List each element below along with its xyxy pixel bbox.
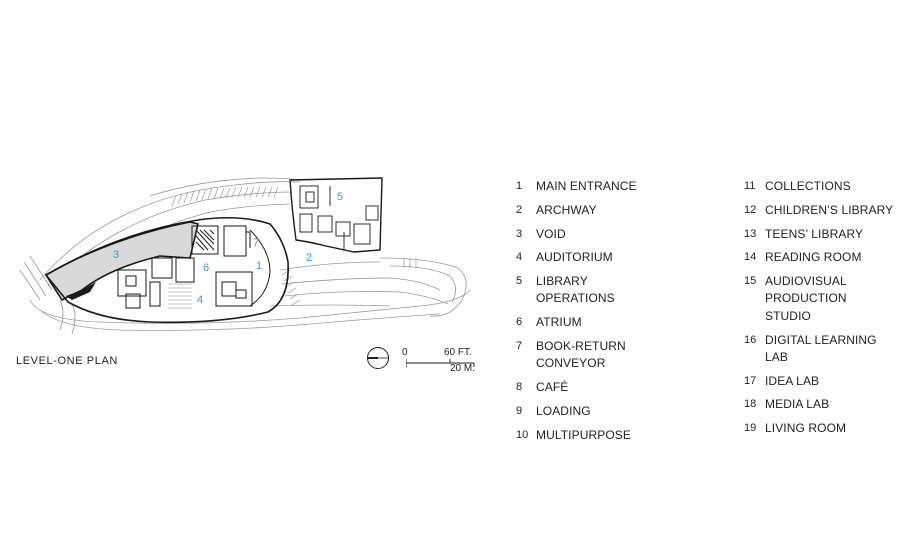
legend-item: 3 VOID bbox=[516, 226, 666, 243]
floor-plan-drawing: 1 2 3 4 5 6 7 bbox=[19, 177, 471, 335]
legend-item: 5 LIBRARY OPERATIONS bbox=[516, 273, 666, 308]
legend-number: 14 bbox=[744, 251, 757, 264]
legend-number: 2 bbox=[516, 203, 523, 216]
legend-item: 6 ATRIUM bbox=[516, 314, 666, 331]
legend-number: 8 bbox=[516, 381, 523, 394]
room-number-2: 2 bbox=[306, 252, 312, 264]
legend-item: 15 AUDIOVISUAL PRODUCTION STUDIO bbox=[744, 273, 895, 325]
central-rooms bbox=[117, 225, 253, 309]
legend-number: 1 bbox=[516, 180, 523, 192]
legend-number: 10 bbox=[516, 428, 529, 441]
atrium-curve bbox=[249, 229, 271, 307]
room-number-3: 3 bbox=[113, 249, 119, 261]
room-number-6: 6 bbox=[203, 262, 209, 274]
legend-label: TEENS’ LIBRARY bbox=[765, 226, 864, 241]
legend-number: 16 bbox=[744, 333, 757, 346]
north-wing-rooms bbox=[299, 185, 379, 250]
scale-feet-label: 60 FT. bbox=[444, 347, 472, 358]
legend-item: 14 READING ROOM bbox=[744, 249, 895, 266]
legend-item: 18 MEDIA LAB bbox=[744, 396, 895, 413]
room-number-labels: 1 2 3 4 5 6 7 bbox=[113, 191, 343, 306]
room-number-7: 7 bbox=[253, 237, 259, 249]
legend-item: 1 MAIN ENTRANCE bbox=[516, 178, 666, 195]
north-wing-outline bbox=[289, 177, 383, 253]
legend-item: 9 LOADING bbox=[516, 403, 666, 420]
plan-title: LEVEL-ONE PLAN bbox=[16, 355, 118, 367]
scale-zero-label: 0 bbox=[402, 347, 408, 358]
legend-label: MEDIA LAB bbox=[765, 397, 830, 412]
legend-label: LIVING ROOM bbox=[765, 421, 847, 436]
legend-label: VOID bbox=[536, 226, 566, 241]
dark-wall-wedge bbox=[66, 282, 96, 300]
north-arrow-icon bbox=[367, 347, 389, 369]
stair-hatching bbox=[168, 186, 417, 309]
legend-item: 2 ARCHWAY bbox=[516, 202, 666, 219]
legend-label: COLLECTIONS bbox=[765, 179, 851, 193]
legend-label: READING ROOM bbox=[765, 250, 862, 265]
legend-item: 11 COLLECTIONS bbox=[744, 178, 895, 195]
legend-label: AUDIOVISUAL PRODUCTION STUDIO bbox=[765, 274, 847, 323]
legend-label: CHILDREN’S LIBRARY bbox=[765, 202, 894, 217]
legend-number: 11 bbox=[744, 180, 756, 192]
legend-item: 17 IDEA LAB bbox=[744, 373, 895, 390]
room-number-1: 1 bbox=[256, 260, 262, 272]
legend-number: 5 bbox=[516, 275, 523, 288]
legend-item: 8 CAFÉ bbox=[516, 379, 666, 396]
scale-group: 0 60 FT. 20 M. bbox=[366, 340, 486, 380]
legend-item: 12 CHILDREN’S LIBRARY bbox=[744, 202, 895, 219]
legend-label: ATRIUM bbox=[536, 315, 582, 330]
legend-label: DIGITAL LEARNING LAB bbox=[765, 332, 877, 364]
legend-label: BOOK-RETURN CONVEYOR bbox=[536, 339, 626, 371]
legend-number: 7 bbox=[516, 340, 523, 353]
scale-meters-label: 20 M. bbox=[450, 363, 476, 374]
legend-number: 15 bbox=[744, 275, 757, 288]
legend-number: 9 bbox=[516, 404, 523, 417]
legend-number: 13 bbox=[744, 227, 757, 240]
legend-item: 7 BOOK-RETURN CONVEYOR bbox=[516, 338, 666, 373]
legend-label: ARCHWAY bbox=[536, 202, 597, 217]
legend-number: 4 bbox=[516, 251, 523, 264]
legend-label: IDEA LAB bbox=[765, 373, 820, 388]
room-number-4: 4 bbox=[197, 294, 203, 306]
legend-number: 3 bbox=[516, 227, 523, 240]
legend-number: 12 bbox=[744, 203, 757, 216]
legend-item: 13 TEENS’ LIBRARY bbox=[744, 226, 895, 243]
legend-item: 10 MULTIPURPOSE bbox=[516, 427, 666, 444]
legend-label: MULTIPURPOSE bbox=[536, 427, 631, 442]
legend-label: MAIN ENTRANCE bbox=[536, 179, 637, 193]
legend-number: 17 bbox=[744, 374, 757, 387]
legend-label: AUDITORIUM bbox=[536, 250, 613, 265]
legend-column-right: 11 COLLECTIONS 12 CHILDREN’S LIBRARY 13 TEENS… bbox=[744, 178, 895, 444]
legend-item: 16 DIGITAL LEARNING LAB bbox=[744, 332, 895, 367]
legend-label: LIBRARY OPERATIONS bbox=[536, 274, 615, 306]
room-number-5: 5 bbox=[337, 191, 343, 203]
legend-item: 19 LIVING ROOM bbox=[744, 420, 895, 437]
legend-number: 6 bbox=[516, 316, 523, 329]
legend-item: 4 AUDITORIUM bbox=[516, 249, 666, 266]
legend-number: 18 bbox=[744, 398, 757, 411]
building-outline bbox=[44, 216, 289, 324]
legend-label: CAFÉ bbox=[536, 380, 569, 395]
legend-label: LOADING bbox=[536, 403, 591, 418]
scale-bar bbox=[406, 359, 475, 367]
legend-number: 19 bbox=[744, 422, 757, 435]
